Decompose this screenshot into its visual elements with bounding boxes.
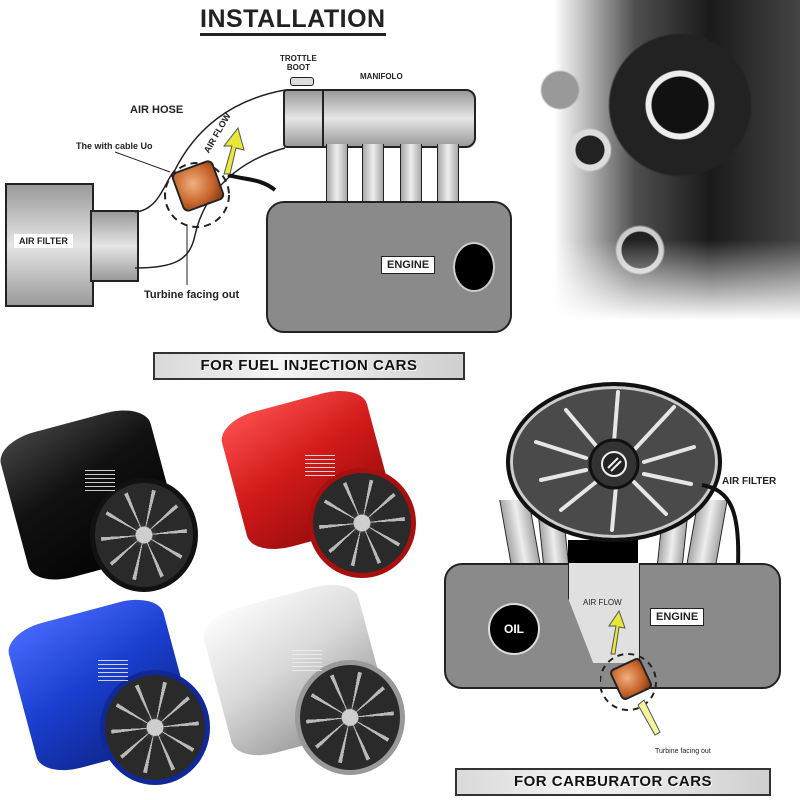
air-filter-neck (90, 210, 139, 282)
manifold-runner (400, 144, 422, 204)
carb-oil-cap: OIL (488, 603, 540, 655)
air-filter-label: AIR FILTER (14, 234, 73, 248)
product-blue-rings (98, 660, 128, 682)
product-red-rings (305, 455, 335, 477)
carb-air-flow-label: AIR FLOW (583, 598, 622, 607)
carb-engine-label: ENGINE (650, 608, 705, 626)
product-silver-rings (292, 650, 322, 672)
manifold-label: MANIFOLO (360, 72, 403, 81)
engine-photo-fade (500, 240, 800, 320)
turbine-facing-label: Turbine facing out (144, 289, 240, 301)
carb-air-flow-arrow-icon (608, 610, 626, 655)
product-black-fan-icon (90, 478, 198, 592)
air-hose-label: AIR HOSE (130, 104, 184, 116)
carb-air-filter-label: AIR FILTER (722, 476, 777, 487)
tie-cable-label: The with cable Uo (76, 141, 153, 151)
engine-oil-cap (453, 242, 495, 292)
manifold-tube (322, 89, 476, 148)
fuel-injection-banner: FOR FUEL INJECTION CARS (153, 352, 465, 380)
throttle-body (283, 89, 327, 148)
carb-filter-spokes-icon (534, 390, 696, 532)
product-black-rings (85, 470, 115, 492)
product-silver-fan-icon (295, 660, 405, 775)
engine-label: ENGINE (381, 256, 436, 274)
carb-base (568, 540, 638, 565)
product-red-fan-icon (308, 468, 416, 578)
carb-turbine-highlight (600, 653, 661, 736)
diagram-title: INSTALLATION (200, 6, 386, 36)
manifold-runner (362, 144, 384, 204)
carb-hose-line (701, 483, 741, 566)
manifold-runner (326, 144, 348, 204)
throttle-boot-label: TROTTLE BOOT (280, 54, 317, 72)
carb-turbine-facing-label: Turbine facing out (655, 748, 711, 755)
throttle-boot-cap (290, 77, 314, 86)
air-flow-arrow-icon (222, 126, 245, 175)
manifold-runner (437, 144, 459, 204)
product-blue-fan-icon (100, 670, 210, 785)
carburetor-banner: FOR CARBURATOR CARS (455, 768, 771, 796)
